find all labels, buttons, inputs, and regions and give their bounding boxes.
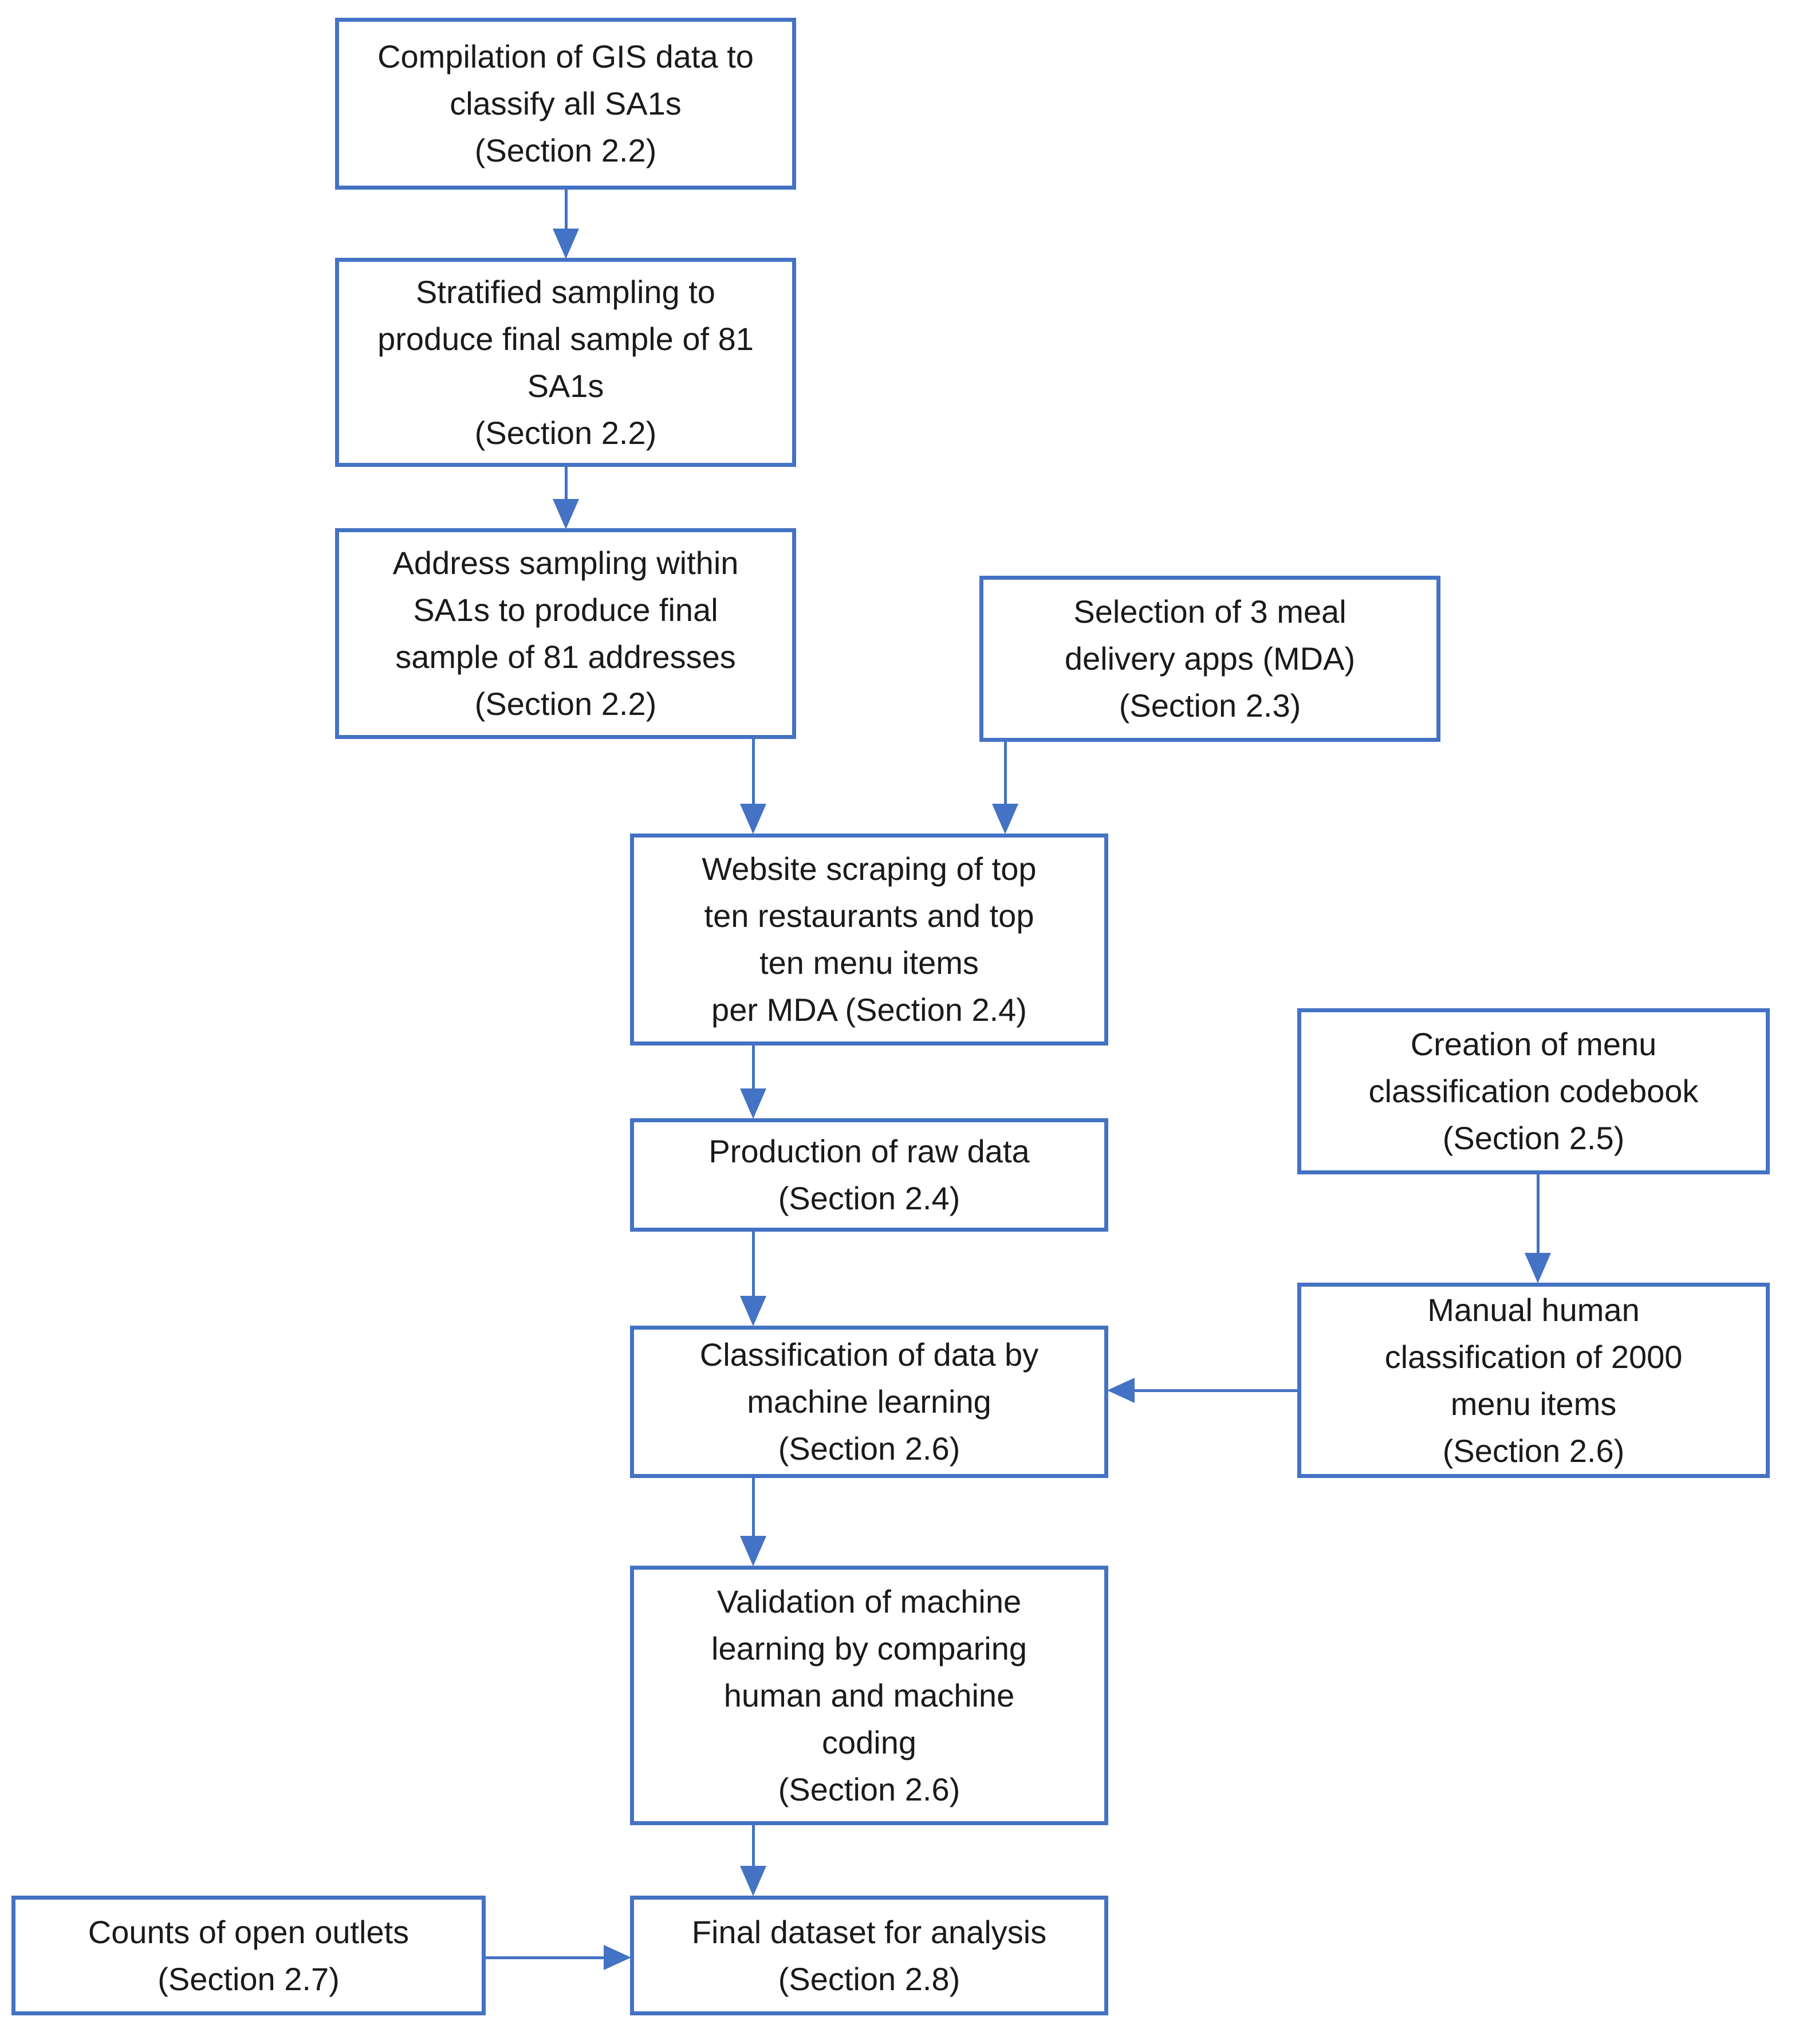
arrow-line — [565, 467, 568, 500]
arrowhead-down-icon — [740, 1866, 766, 1896]
node-final-dataset-label: Final dataset for analysis (Section 2.8) — [691, 1913, 1047, 1997]
node-website-scraping-label: Website scraping of top ten restaurants … — [702, 851, 1037, 1028]
arrowhead-down-icon — [740, 1296, 766, 1326]
node-gis-compilation: Compilation of GIS data to classify all … — [335, 18, 796, 190]
node-final-dataset: Final dataset for analysis (Section 2.8) — [630, 1896, 1108, 2015]
arrow-line — [752, 1232, 755, 1296]
node-ml-classification-label: Classification of data by machine learni… — [699, 1337, 1039, 1467]
arrow-line — [752, 1825, 755, 1866]
arrowhead-left-icon — [1107, 1378, 1135, 1403]
arrow-line — [486, 1956, 609, 1959]
node-open-outlets: Counts of open outlets (Section 2.7) — [11, 1896, 486, 2015]
node-codebook-creation-label: Creation of menu classification codebook… — [1368, 1026, 1699, 1156]
arrowhead-down-icon — [553, 499, 579, 529]
arrow-line — [1133, 1389, 1297, 1392]
arrowhead-down-icon — [992, 804, 1018, 834]
node-ml-validation-label: Validation of machine learning by compar… — [711, 1583, 1027, 1807]
arrow-line — [752, 739, 755, 804]
node-open-outlets-label: Counts of open outlets (Section 2.7) — [88, 1913, 410, 1997]
node-codebook-creation: Creation of menu classification codebook… — [1297, 1008, 1770, 1174]
arrow-line — [752, 1478, 755, 1536]
node-stratified-sampling-label: Stratified sampling to produce final sam… — [377, 273, 754, 451]
node-mda-selection-label: Selection of 3 meal delivery apps (MDA) … — [1064, 593, 1356, 724]
node-address-sampling: Address sampling within SA1s to produce … — [335, 528, 796, 739]
node-address-sampling-label: Address sampling within SA1s to produce … — [392, 545, 739, 722]
node-ml-classification: Classification of data by machine learni… — [630, 1326, 1108, 1478]
arrowhead-down-icon — [740, 1088, 766, 1119]
node-mda-selection: Selection of 3 meal delivery apps (MDA) … — [979, 576, 1440, 742]
arrowhead-down-icon — [553, 229, 579, 259]
node-stratified-sampling: Stratified sampling to produce final sam… — [335, 258, 796, 467]
arrow-line — [1537, 1174, 1540, 1253]
node-gis-compilation-label: Compilation of GIS data to classify all … — [377, 38, 754, 168]
arrowhead-right-icon — [604, 1945, 631, 1970]
node-manual-classification-label: Manual human classification of 2000 menu… — [1384, 1291, 1683, 1469]
node-ml-validation: Validation of machine learning by compar… — [630, 1566, 1108, 1825]
arrow-line — [752, 1045, 755, 1089]
arrowhead-down-icon — [740, 804, 766, 834]
node-website-scraping: Website scraping of top ten restaurants … — [630, 834, 1108, 1045]
node-raw-data: Production of raw data (Section 2.4) — [630, 1118, 1108, 1232]
node-raw-data-label: Production of raw data (Section 2.4) — [708, 1133, 1030, 1216]
arrow-line — [1004, 742, 1007, 804]
arrowhead-down-icon — [1525, 1253, 1551, 1283]
node-manual-classification: Manual human classification of 2000 menu… — [1297, 1283, 1770, 1478]
arrow-line — [565, 190, 568, 229]
arrowhead-down-icon — [740, 1536, 766, 1566]
